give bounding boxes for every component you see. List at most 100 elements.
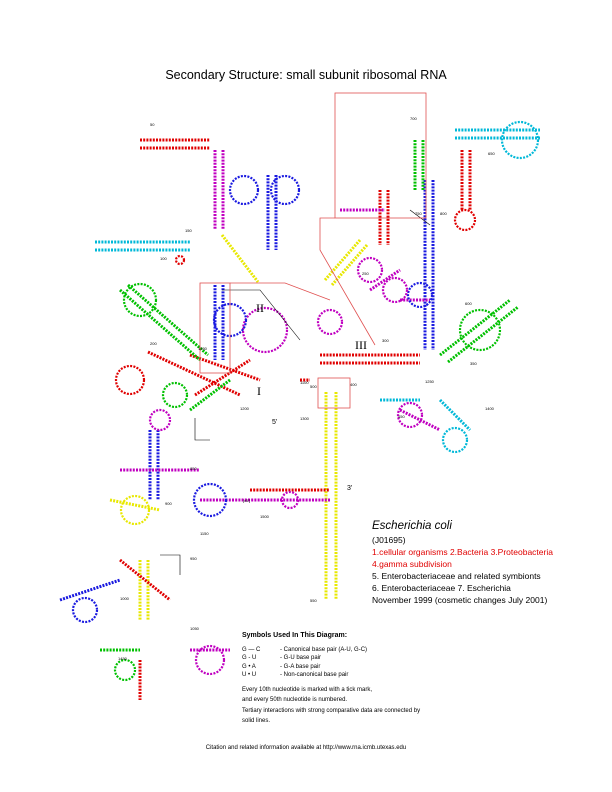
organism-info: Escherichia coli (J01695) 1.cellular org… — [372, 519, 553, 606]
lineage-line-1: 1.cellular organisms 2.Bacteria 3.Proteo… — [372, 547, 553, 557]
highlight-box-upper-right — [334, 92, 427, 219]
hairpin-loop — [122, 282, 158, 318]
hairpin-loop — [228, 174, 260, 206]
helix-strand — [109, 498, 161, 512]
helix-strand — [59, 578, 121, 602]
lineage-line-4: 6. Enterobacteriaceae 7. Escherichia — [372, 583, 511, 593]
loop-layer — [71, 120, 540, 682]
nucleotide-number: 1200 — [240, 406, 250, 411]
helix-strand — [447, 305, 519, 364]
hairpin-loop — [458, 308, 502, 352]
helix-strand — [323, 239, 362, 281]
hairpin-loop — [161, 381, 189, 409]
tertiary-line — [194, 418, 210, 441]
nucleotide-number: 100 — [160, 256, 167, 261]
nucleotide-number: 1500 — [260, 514, 270, 519]
highlight-box-connector — [319, 217, 376, 346]
nucleotide-number: 600 — [465, 301, 472, 306]
nucleotide-number: 900 — [165, 501, 172, 506]
hairpin-loop — [194, 644, 226, 676]
hairpin-loop — [113, 658, 137, 682]
tertiary-line — [409, 209, 431, 226]
hairpin-loop — [174, 254, 186, 266]
helix-strand — [220, 234, 260, 283]
lineage-line-3: 5. Enterobacteriaceae and related symbio… — [372, 571, 541, 581]
domain-label-three: III — [355, 338, 367, 352]
species-name: Escherichia coli — [372, 520, 452, 532]
hairpin-loop — [316, 308, 344, 336]
highlight-box-domain-two — [199, 282, 231, 374]
tertiary-line — [160, 554, 181, 575]
nucleotide-number: 700 — [410, 116, 417, 121]
nucleotide-number: 750 — [415, 211, 422, 216]
legend-text: - Non-canonical base pair — [280, 672, 349, 678]
legend-note: and every 50th nucleotide is numbered. — [242, 697, 348, 703]
domain-label-one: I — [257, 384, 261, 398]
hairpin-loop — [396, 401, 424, 429]
legend-symbol: G • A — [242, 663, 256, 670]
legend-symbol: U • U — [242, 672, 257, 678]
hairpin-loop — [71, 596, 99, 624]
legend-heading: Symbols Used In This Diagram: — [242, 632, 348, 639]
hairpin-loop — [114, 364, 146, 396]
legend-note: Every 10th nucleotide is marked with a t… — [242, 686, 373, 693]
page-title: Secondary Structure: small subunit ribos… — [165, 68, 447, 82]
helix-strand — [439, 298, 511, 357]
nucleotide-number: 1350 — [198, 346, 208, 351]
legend-text: - G-U base pair — [280, 655, 322, 661]
hairpin-loop — [119, 494, 151, 526]
nucleotide-number: 250 — [362, 271, 369, 276]
revision-date: November 1999 (cosmetic changes July 200… — [372, 595, 548, 605]
hairpin-loop — [192, 482, 228, 518]
hairpin-loop — [356, 256, 384, 284]
helix-strand — [189, 353, 261, 382]
hairpin-loop — [453, 208, 477, 232]
hairpin-loop — [241, 306, 289, 354]
symbols-legend: Symbols Used In This Diagram: G — C - Ca… — [242, 632, 420, 728]
nucleotide-number: 500 — [310, 384, 317, 389]
five-prime-end-label: 5' — [272, 419, 277, 426]
helix-layer — [59, 128, 540, 700]
helix-strand — [147, 350, 241, 397]
nucleotide-number: 550 — [310, 598, 317, 603]
hairpin-loop — [381, 276, 409, 304]
legend-note: solid lines. — [242, 718, 271, 724]
tertiary-lines — [160, 209, 431, 575]
helix-strand — [438, 398, 472, 432]
domain-label-two: II — [256, 301, 264, 315]
legend-notes: Every 10th nucleotide is marked with a t… — [242, 686, 420, 726]
nucleotide-number: 1100 — [300, 380, 309, 385]
nucleotide-number: [x5'] — [243, 498, 250, 503]
nucleotide-number: 1300 — [300, 416, 310, 421]
nucleotide-number: 1050 — [190, 626, 200, 631]
legend-item: U • U - Non-canonical base pair — [242, 671, 420, 680]
helix-strand — [399, 408, 441, 432]
helix-strand — [369, 268, 401, 292]
nucleotide-number: 1450 — [118, 656, 128, 661]
legend-text: - G-A base pair — [280, 663, 321, 670]
legend-note: Tertiary interactions with strong compar… — [242, 707, 421, 714]
legend-symbol: G — C — [242, 646, 261, 653]
nucleotide-number: 350 — [470, 361, 477, 366]
citation-text: Citation and related information availab… — [205, 745, 407, 751]
legend-item: G - U - G-U base pair — [242, 654, 420, 663]
accession-number: (J01695) — [372, 535, 406, 545]
nucleotide-number: 850 — [190, 466, 197, 471]
hairpin-loop — [406, 281, 434, 309]
nucleotide-number: 650 — [488, 151, 495, 156]
highlight-box-link — [230, 282, 331, 301]
helix-strand — [119, 288, 201, 362]
nucleotide-number: 950 — [190, 556, 197, 561]
hairpin-loop — [269, 174, 301, 206]
nucleotide-number: 1250 — [425, 379, 435, 384]
hairpin-loop — [280, 490, 300, 510]
legend-text: - Canonical base pair (A-U, G-C) — [280, 646, 368, 653]
nucleotide-number: 1150 — [200, 531, 209, 536]
helix-strand — [127, 283, 209, 357]
helix-strand — [330, 244, 369, 286]
legend-item: G • A - G-A base pair — [242, 663, 420, 672]
legend-item: G — C - Canonical base pair (A-U, G-C) — [242, 646, 420, 655]
three-prime-end-label: 3' — [347, 485, 352, 492]
tertiary-line — [222, 289, 301, 341]
nucleotide-number: 1400 — [485, 406, 495, 411]
